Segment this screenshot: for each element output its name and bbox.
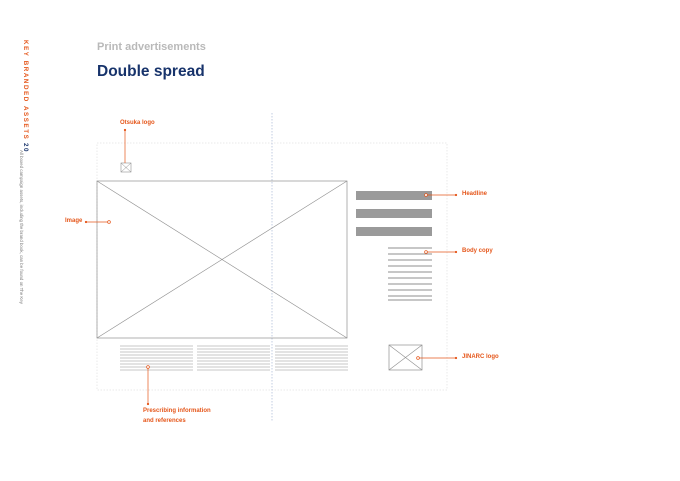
callout-prescribing-info: Prescribing information and references (143, 407, 211, 426)
jinarc-logo-placeholder (388, 344, 423, 371)
sidebar-note: All boxed campaign assets, including the… (19, 150, 24, 304)
callout-body-copy: Body copy (462, 248, 493, 254)
section-label: Print advertisements (97, 41, 206, 53)
callout-image: Image (65, 218, 83, 224)
callout-otsuka-logo: Otsuka logo (120, 120, 155, 126)
page-title: Double spread (97, 63, 205, 80)
sidebar-heading: KEY BRANDED ASSETS 20 (16, 40, 34, 153)
headline-bars (356, 191, 432, 236)
page-number: 20 (22, 143, 29, 154)
otsuka-logo-placeholder (120, 162, 132, 173)
image-placeholder (96, 180, 348, 339)
callout-headline: Headline (462, 191, 488, 197)
brand-section-label: KEY BRANDED ASSETS (22, 40, 29, 141)
callout-leaders (84, 128, 458, 406)
body-copy-lines (388, 247, 432, 301)
callout-jinarc-logo: JINARC logo (462, 354, 499, 360)
callout-prescribing-line1: Prescribing information (143, 408, 211, 414)
prescribing-info-lines (120, 345, 348, 371)
callout-prescribing-line2: and references (143, 417, 186, 424)
